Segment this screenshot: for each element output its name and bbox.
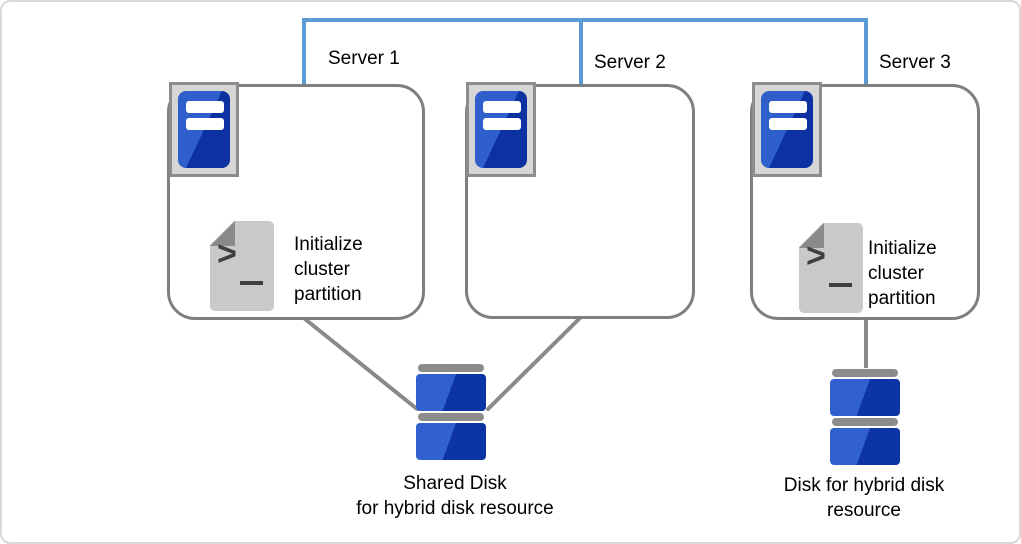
server2-box	[465, 84, 695, 319]
terminal-prompt-glyph: >	[806, 237, 826, 275]
server-slot-bar	[769, 101, 807, 113]
server-slot-bar	[186, 118, 224, 130]
server-slot-bar	[769, 118, 807, 130]
hybrid-disk-caption: Disk for hybrid disk resource	[783, 475, 945, 521]
hybrid-disk-icon	[830, 369, 900, 467]
connector-server1-shared-disk	[303, 317, 419, 411]
disk-cap	[832, 418, 898, 426]
server-tower-icon	[475, 91, 527, 168]
server1-label: Server 1	[328, 48, 400, 69]
network-line-server1	[302, 18, 306, 84]
server1-script-caption: Initialize cluster partition	[294, 234, 363, 305]
network-line-horizontal	[302, 18, 868, 22]
server-tower-icon	[761, 91, 813, 168]
server-icon	[752, 82, 822, 177]
server-icon	[466, 82, 536, 177]
server3-label: Server 3	[879, 52, 951, 73]
disk-platter	[416, 374, 486, 411]
terminal-prompt-glyph: >	[217, 235, 237, 273]
shared-disk-icon	[416, 364, 486, 462]
server-tower-icon	[178, 91, 230, 168]
script-icon: >	[799, 223, 863, 313]
server-slot-bar	[186, 101, 224, 113]
terminal-cursor-glyph	[829, 283, 852, 287]
network-line-server2	[579, 18, 583, 84]
connector-server2-shared-disk	[486, 316, 582, 411]
disk-platter	[416, 423, 486, 460]
server-slot-bar	[483, 118, 521, 130]
server-slot-bar	[483, 101, 521, 113]
disk-platter	[830, 428, 900, 465]
disk-cap	[418, 364, 484, 372]
shared-disk-caption: Shared Disk for hybrid disk resource	[356, 473, 554, 519]
disk-platter	[830, 379, 900, 416]
server3-script-caption: Initialize cluster partition	[868, 238, 937, 309]
disk-cap	[418, 413, 484, 421]
disk-cap	[832, 369, 898, 377]
server2-label: Server 2	[594, 52, 666, 73]
network-line-server3	[864, 18, 868, 84]
script-icon: >	[210, 221, 274, 311]
server-icon	[169, 82, 239, 177]
terminal-cursor-glyph	[240, 281, 263, 285]
